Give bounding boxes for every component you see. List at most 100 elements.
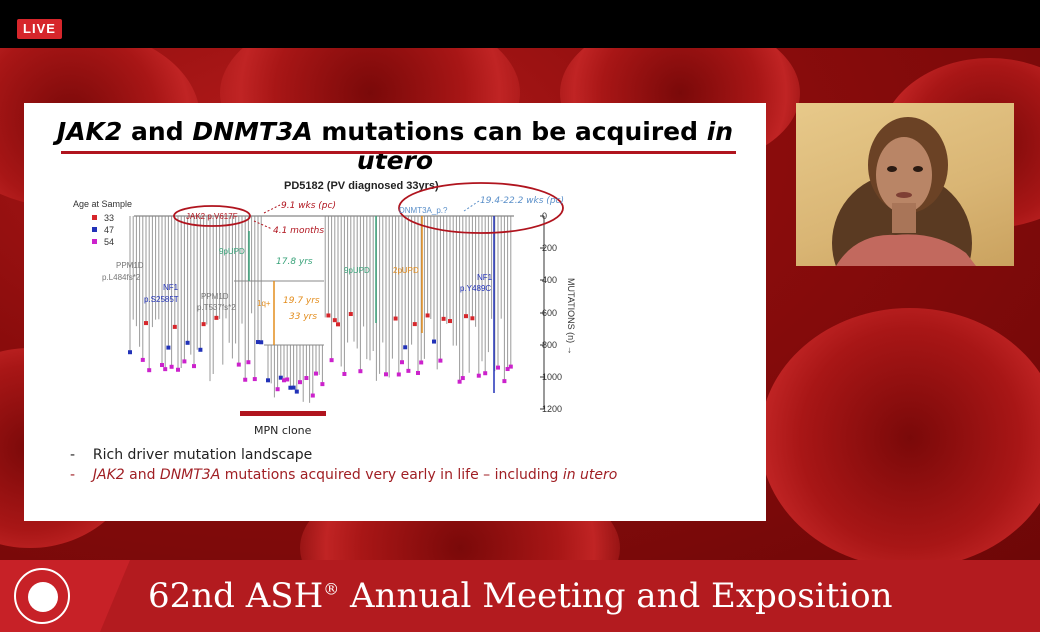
wks2-label: 19.4-22.2 wks (pc) — [480, 196, 564, 206]
tree-leaf — [252, 377, 257, 382]
tree-leaves — [128, 312, 513, 398]
legend-47: 47 — [104, 225, 114, 235]
tree-leaf — [176, 367, 180, 372]
nf1-a-label: NF1 — [163, 283, 179, 292]
tree-leaf — [288, 385, 293, 390]
tree-leaf — [278, 375, 283, 380]
axis-tick-600: 600 — [542, 308, 557, 318]
tree-leaf — [438, 358, 443, 363]
mpn-clone-label: MPN clone — [254, 424, 312, 437]
tree-leaf — [169, 364, 174, 369]
tree-leaf — [236, 362, 241, 367]
tree-leaf — [496, 365, 500, 370]
tree-branches — [129, 216, 512, 403]
dnmt3a-label: DNMT3A_p.? — [399, 206, 448, 215]
nf1-a2-label: p.S2585T — [144, 295, 179, 304]
top-bar: LIVE — [0, 0, 1040, 48]
tree-leaf — [412, 322, 417, 327]
tree-leaf — [476, 373, 481, 378]
tree-leaf — [285, 377, 290, 382]
tree-leaf — [336, 322, 340, 327]
tree-leaf — [329, 358, 334, 363]
tree-leaf — [505, 367, 510, 372]
tree-leaf — [147, 368, 152, 373]
axis-tick-400: 400 — [542, 275, 557, 285]
upd9b-label: 9pUPD — [344, 266, 370, 275]
axis-tick-800: 800 — [542, 340, 557, 350]
tree-leaf — [192, 364, 196, 369]
ash-logo — [0, 560, 100, 632]
axis-tick-1000: 1000 — [542, 372, 562, 382]
tree-leaf — [282, 378, 286, 383]
presentation-slide: JAK2 and DNMT3A mutations can be acquire… — [24, 103, 766, 521]
ppm1d-a-label: PPM1D — [116, 261, 144, 270]
presenter-video — [832, 117, 976, 266]
tree-leaf — [298, 380, 302, 385]
tree-leaf — [384, 372, 388, 377]
axis-tick-0: 0 — [542, 211, 547, 221]
tree-leaf — [320, 382, 325, 387]
nf1-b-label: NF1 — [477, 273, 493, 282]
title-underline — [61, 151, 736, 154]
bullet-list: - Rich driver mutation landscape - JAK2 … — [70, 447, 617, 487]
legend-54: 54 — [104, 237, 114, 247]
tree-leaf — [182, 359, 187, 364]
chart-title: PD5182 (PV diagnosed 33yrs) — [284, 180, 439, 192]
nf1-b2-label: p.Y489C — [460, 284, 491, 293]
tree-leaf — [348, 312, 353, 317]
tree-leaf — [291, 385, 296, 390]
tree-leaf — [144, 321, 148, 326]
wks1-label: 9.1 wks (pc) — [281, 201, 336, 211]
tree-leaf — [406, 368, 411, 373]
ppm1d-a2-label: p.L484fs*2 — [102, 273, 141, 282]
tree-leaf — [326, 313, 331, 318]
tree-leaf — [403, 345, 408, 350]
tree-leaf — [166, 345, 171, 350]
tree-leaf — [425, 313, 430, 318]
tree-leaf — [140, 357, 145, 362]
jak2-highlight — [173, 205, 251, 227]
tree-leaf — [332, 318, 337, 323]
ppm1d-b-label: PPM1D — [201, 292, 229, 301]
axis-tick-200: 200 — [542, 243, 557, 253]
bullet-1: - Rich driver mutation landscape — [70, 447, 313, 463]
tree-leaf — [201, 322, 206, 327]
tree-leaf — [358, 369, 363, 374]
tree-leaf — [314, 371, 318, 376]
tree-leaf — [457, 379, 462, 384]
tree-leaf — [502, 379, 507, 384]
tree-leaf — [470, 316, 475, 321]
jak2-label: JAK2 p.V617F — [186, 212, 238, 221]
yrs197-label: 19.7 yrs — [283, 296, 320, 306]
tree-leaf — [128, 350, 132, 355]
axis-label: MUTATIONS (n) → — [566, 278, 576, 355]
tree-leaf — [163, 367, 168, 372]
yrs178-label: 17.8 yrs — [276, 257, 313, 267]
upd2-label: 2pUPD — [393, 266, 419, 275]
tree-leaf — [342, 371, 347, 376]
ppm1d-b2-label: p.T537fs*2 — [197, 303, 236, 312]
tree-leaf — [256, 340, 260, 345]
tree-leaf — [508, 364, 513, 369]
tree-leaf — [441, 316, 446, 321]
slide-title: JAK2 and DNMT3A mutations can be acquire… — [56, 117, 734, 175]
mpn-clone-bar — [240, 411, 326, 416]
upd9-label: 9pUPD — [219, 247, 245, 256]
tree-leaf — [464, 314, 468, 319]
tree-leaf — [304, 376, 309, 381]
footer-banner: 62nd ASH® Annual Meeting and Exposition — [0, 560, 1040, 632]
tree-leaf — [172, 324, 177, 329]
tree-leaf — [243, 377, 248, 382]
tree-leaf — [419, 360, 424, 365]
tree-leaf — [275, 387, 280, 392]
legend-title: Age at Sample — [73, 199, 132, 209]
dnmt3a-highlight — [398, 182, 564, 234]
tree-leaf — [185, 340, 190, 345]
tree-leaf — [400, 360, 404, 365]
tree-leaf — [310, 393, 315, 398]
axis-tick-1200: 1200 — [542, 404, 562, 414]
legend-33: 33 — [104, 213, 114, 223]
tree-leaf — [266, 378, 270, 383]
months-label: 4.1 months — [273, 226, 324, 236]
phylogenetic-tree-figure: PD5182 (PV diagnosed 33yrs) Age at Sampl… — [73, 180, 576, 437]
